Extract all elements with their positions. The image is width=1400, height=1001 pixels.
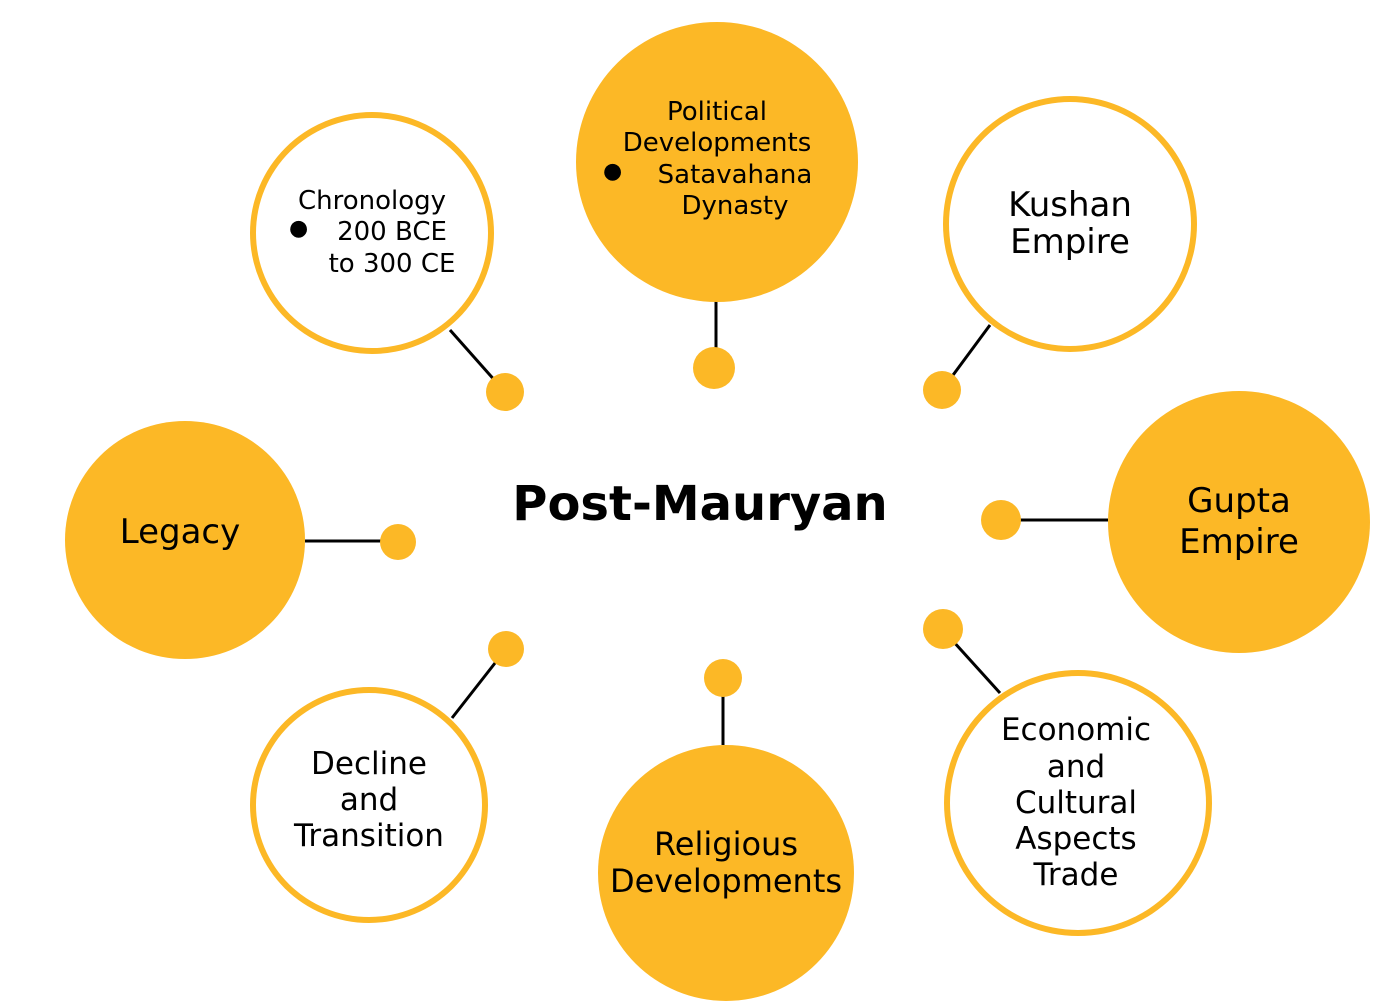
node-decline-transition: Decline and Transition [250, 687, 488, 923]
node-kushan-line-1: Kushan [1008, 184, 1132, 225]
node-chronology-title: Chronology [297, 186, 447, 217]
connector-dot-religious [704, 659, 742, 697]
connector-dot-chronology [486, 373, 524, 411]
node-economic-line-2: and [1046, 748, 1106, 785]
bullet-item: ● Satavahana Dynasty [603, 158, 813, 221]
node-economic-line-5: Trade [1033, 857, 1119, 894]
connector-dot-legacy [380, 524, 416, 560]
connector-dot-kushan [923, 371, 961, 409]
node-kushan-line-2: Empire [1010, 222, 1130, 262]
node-gupta-empire: Gupta Empire [1108, 391, 1370, 653]
bullet-item: ● 200 BCE to 300 CE [289, 216, 456, 279]
node-economic-line-1: Economic [1000, 712, 1152, 749]
node-legacy: Legacy [65, 421, 305, 659]
center-title: Post-Mauryan [512, 476, 888, 532]
node-gupta-line-1: Gupta [1187, 481, 1291, 522]
node-religious-line-1: Religious [654, 825, 798, 864]
node-legacy-line-1: Legacy [119, 511, 241, 552]
bullet-icon: ● [603, 158, 623, 184]
node-chronology: Chronology ● 200 BCE to 300 CE [250, 112, 494, 354]
node-gupta-line-2: Empire [1179, 522, 1299, 562]
bullet-icon: ● [289, 216, 309, 242]
node-decline-line-2: and [339, 782, 399, 819]
node-chronology-bullets: ● 200 BCE to 300 CE [287, 216, 457, 279]
connector-dot-decline [488, 631, 524, 667]
node-political-title: Political Developments [622, 97, 812, 159]
node-economic-line-4: Aspects [1015, 821, 1137, 858]
connector-dot-gupta [981, 500, 1021, 540]
node-kushan-empire: Kushan Empire [943, 96, 1197, 352]
connector-dot-economic [923, 609, 963, 649]
node-political-bullets: ● Satavahana Dynasty [603, 158, 817, 222]
node-political-developments: Political Developments ● Satavahana Dyna… [576, 22, 858, 302]
node-religious-developments: Religious Developments [598, 745, 854, 1001]
node-economic-line-3: Cultural [1014, 784, 1138, 821]
node-decline-line-1: Decline [311, 746, 427, 783]
node-decline-line-3: Transition [294, 817, 444, 854]
connector-dot-political [693, 347, 735, 389]
node-economic-cultural: Economic and Cultural Aspects Trade [944, 670, 1212, 936]
node-religious-line-2: Developments [609, 862, 843, 900]
